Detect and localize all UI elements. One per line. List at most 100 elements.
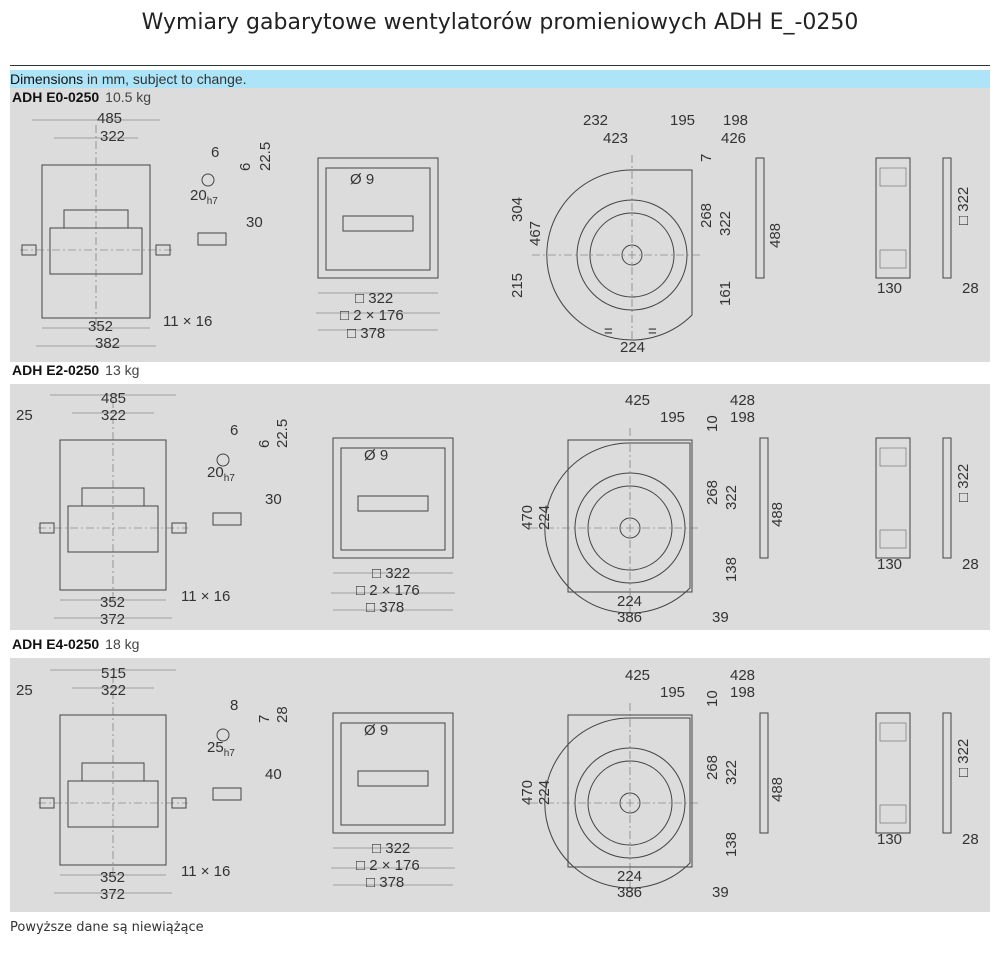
dimension-f3: □ 378	[347, 325, 386, 342]
model-heading-e0: ADH E0-0250 10.5 kg	[12, 89, 151, 105]
dimension-key: 40	[265, 766, 282, 783]
dimension-s6: 7	[698, 153, 715, 162]
dimension-s7: 224	[536, 504, 553, 530]
dimension-s10: 268	[698, 202, 715, 228]
dimension-s9: 322	[723, 759, 740, 785]
dimension-s9: 322	[723, 484, 740, 510]
dimension-eq2: =	[648, 323, 657, 340]
dimension-f1: □ 322	[372, 840, 411, 857]
side-view-scroll	[530, 703, 700, 898]
dimension-s4: 198	[723, 112, 749, 129]
dimension-v1: 130	[877, 556, 903, 573]
dimension-s11: 322	[717, 210, 734, 236]
model-weight: 10.5 kg	[105, 89, 152, 105]
shaft-diameter: 20	[190, 187, 207, 204]
dimension-s11: 138	[723, 556, 740, 582]
dimension-s6: 470	[519, 504, 536, 530]
dimension-s4: 198	[730, 409, 756, 426]
shaft-tolerance: h7	[223, 748, 235, 759]
model-heading-e4: ADH E4-0250 18 kg	[12, 636, 139, 652]
dimension-a: 485	[101, 390, 127, 407]
dimension-k1: 6	[211, 144, 220, 161]
dimension-b: 322	[101, 682, 127, 699]
title-divider	[10, 65, 990, 66]
dimension-d: 382	[95, 335, 121, 352]
dimension-slot: 11 × 16	[163, 313, 213, 330]
shaft-section	[216, 453, 230, 467]
shaft-tolerance: h7	[223, 473, 235, 484]
dimension-s7: 224	[536, 779, 553, 805]
dimension-k2: 6	[237, 162, 254, 171]
dimension-slot: 11 × 16	[181, 863, 231, 880]
model-name: ADH E4-0250	[12, 636, 100, 652]
dimensions-note: Dimensions in mm, subject to change.	[10, 70, 990, 88]
dimension-s3: 423	[603, 130, 629, 147]
dimension-s14: 39	[712, 884, 729, 901]
dimensions-label: Dimensions	[10, 71, 84, 87]
dimension-b: 322	[100, 128, 126, 145]
dimension-s13: 386	[617, 884, 643, 901]
dimension-e: 25	[16, 407, 33, 424]
dimension-f2: □ 2 × 176	[340, 307, 404, 324]
dimension-s12: 224	[617, 593, 643, 610]
dimension-hole: Ø 9	[364, 447, 389, 464]
dimension-s13: 161	[717, 280, 734, 306]
dimension-d: 372	[100, 886, 126, 903]
shaft-diameter-label: 20h7	[207, 465, 235, 486]
dimension-a: 485	[97, 110, 123, 127]
dimension-s8: 268	[704, 479, 721, 505]
dimension-k1: 8	[230, 697, 239, 714]
page-title: Wymiary gabarytowe wentylatorów promieni…	[141, 10, 859, 35]
dimension-k3: 22.5	[257, 141, 274, 171]
dimension-s2: 428	[730, 667, 756, 684]
dimension-v3: 28	[962, 280, 979, 297]
dimension-s9: 215	[509, 272, 526, 298]
shaft-tolerance: h7	[206, 196, 218, 207]
dimension-s12: 488	[767, 222, 784, 248]
dimension-key: 30	[246, 214, 263, 231]
dimension-c: 352	[88, 318, 114, 335]
dimension-v2: □ 322	[955, 463, 972, 502]
dimension-s3: 195	[660, 409, 686, 426]
shaft-diameter-label: 20h7	[190, 188, 218, 209]
dimension-f3: □ 378	[366, 599, 405, 616]
dimension-s7: 304	[509, 196, 526, 222]
dimension-s5: 10	[704, 690, 721, 707]
dimension-s2: 195	[670, 112, 696, 129]
dimensions-note-text: in mm, subject to change.	[83, 71, 247, 87]
dimension-eq1: =	[604, 323, 613, 340]
dimension-f2: □ 2 × 176	[356, 582, 420, 599]
shaft-diameter-label: 25h7	[207, 740, 235, 761]
dimension-c: 352	[100, 594, 126, 611]
model-name: ADH E2-0250	[12, 362, 100, 378]
dimension-f1: □ 322	[372, 565, 411, 582]
dimension-k3: 28	[274, 706, 291, 723]
dimension-hole: Ø 9	[364, 722, 389, 739]
model-name: ADH E0-0250	[12, 89, 100, 105]
dimension-v2: □ 322	[955, 738, 972, 777]
dimension-v2: □ 322	[955, 186, 972, 225]
dimension-k3: 22.5	[274, 418, 291, 448]
dimension-s14: 39	[712, 609, 729, 626]
dimension-v1: 130	[877, 831, 903, 848]
model-weight: 18 kg	[105, 636, 140, 652]
shaft-diameter: 25	[207, 739, 224, 756]
dimension-f3: □ 378	[366, 874, 405, 891]
dimension-s5: 426	[721, 130, 747, 147]
shaft-section	[201, 173, 215, 187]
side-view-scroll	[530, 428, 700, 623]
dimension-e: 25	[16, 682, 33, 699]
dimension-k2: 7	[256, 714, 273, 723]
dimension-s2: 428	[730, 392, 756, 409]
front-view	[20, 119, 172, 347]
dimension-b: 322	[101, 407, 127, 424]
dimension-s10: 488	[769, 501, 786, 527]
dimension-c: 352	[100, 869, 126, 886]
dimension-s5: 10	[704, 415, 721, 432]
disclaimer: Powyższe dane są niewiążące	[10, 920, 204, 935]
dimension-key: 30	[265, 491, 282, 508]
side-view-scroll	[532, 155, 702, 350]
dimension-s8: 467	[527, 220, 544, 246]
